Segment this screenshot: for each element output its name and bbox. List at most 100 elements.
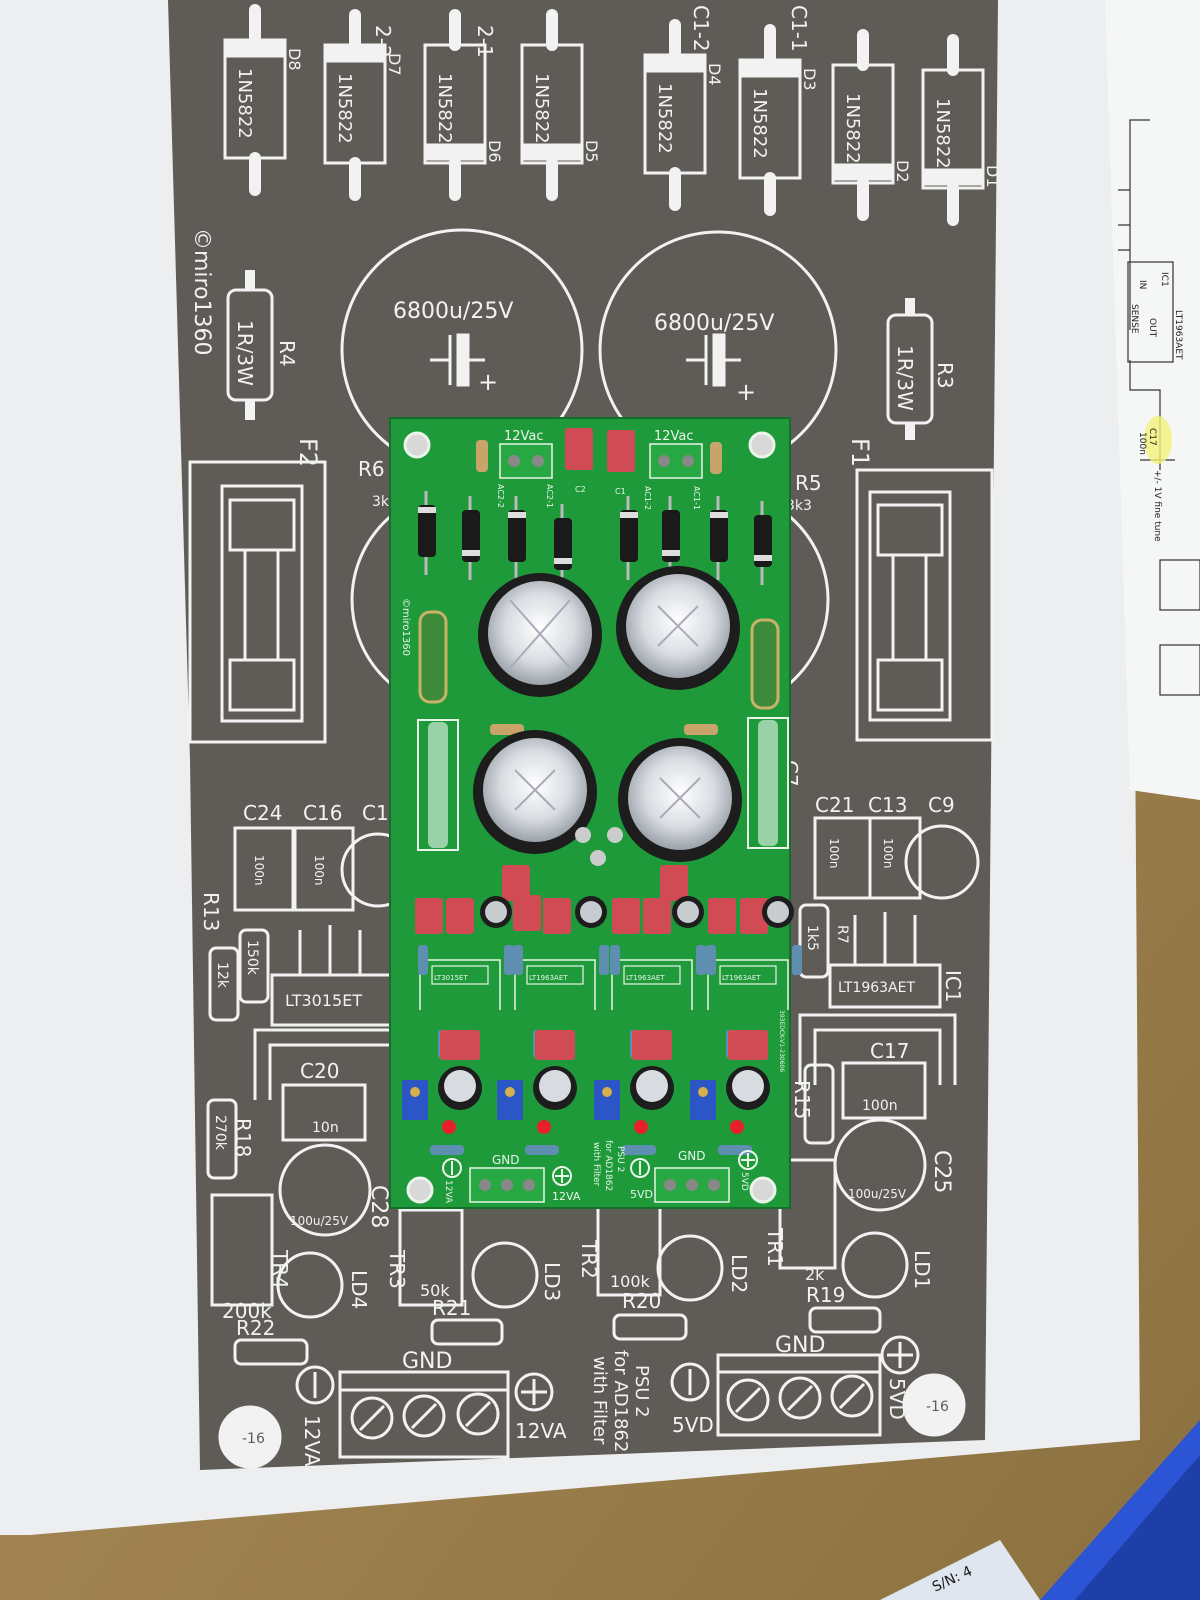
- print-r22-value: 1k: [262, 1347, 278, 1362]
- print-plus-left: [514, 1372, 554, 1412]
- pcb-resistor-r3: [750, 618, 780, 710]
- pcb-resistor-r2: [476, 440, 488, 472]
- pcb-ac-terminal-right: [649, 443, 703, 479]
- print-c20-value: 10n: [312, 1120, 339, 1136]
- print-diode-d7: 1N5822 D7: [323, 9, 404, 201]
- pcb-bigcap-br: [618, 738, 742, 862]
- print-r21-ref: R21: [432, 1296, 471, 1320]
- print-ic1-part: LT1963AET: [838, 980, 915, 996]
- print-diode-ref: D7: [385, 53, 404, 76]
- pcb-fuse-f2-glass: [428, 722, 448, 848]
- print-c20-box: [281, 1083, 367, 1142]
- pcb-title-3: with Filter: [591, 1142, 601, 1187]
- pcb-diode-d2: [710, 496, 728, 580]
- print-c13-box: [868, 816, 922, 900]
- print-bigcap-left-symbol: [430, 333, 485, 387]
- print-mount-label-right: -16: [926, 1399, 949, 1415]
- print-r14-value: 150k: [244, 940, 260, 976]
- print-c16-box: [293, 826, 355, 912]
- print-r6-ref: R6: [358, 457, 385, 481]
- print-mount-hole-left: [218, 1405, 282, 1469]
- pcb-filmcap: [740, 898, 768, 934]
- print-mount-label-left: -16: [242, 1431, 265, 1447]
- print-bigcap-right-value: 6800u/25V: [654, 311, 774, 336]
- pcb-fuse-f2: [417, 719, 459, 851]
- pcb-hole-bl: [406, 1176, 434, 1204]
- pcb-filmcap: [446, 898, 474, 934]
- print-title-line-3: with Filter: [589, 1356, 610, 1445]
- print-c17-ref: C17: [870, 1039, 909, 1063]
- pcb-ac-pin-3: AC1-2: [643, 486, 652, 510]
- print-r22-body: [233, 1338, 309, 1366]
- print-5vd-right: 5VD: [885, 1378, 909, 1420]
- print-r3-ref: R3: [933, 362, 957, 389]
- pcb-diode-d3: [662, 496, 680, 580]
- print-diode-part: 1N5822: [434, 73, 455, 144]
- print-r4: [226, 270, 274, 420]
- schematic-letters-1: [1159, 559, 1200, 611]
- pcb-resistor-r1: [710, 442, 722, 474]
- print-r13-ref: R13: [199, 892, 223, 931]
- schematic-ic-box: [1127, 261, 1174, 363]
- print-tr4-ref: TR4: [268, 1249, 292, 1289]
- print-r21-value: 1k: [458, 1327, 474, 1342]
- schematic-ic-part: LT1963AET: [1173, 310, 1183, 360]
- print-c13-ref: C13: [868, 793, 907, 817]
- print-r7-value: 1k5: [804, 925, 820, 951]
- print-12va-left: 12VA: [300, 1415, 324, 1467]
- pcb-regulator-channel-2: LT1963AET: [497, 945, 609, 1155]
- print-diode-part: 1N5822: [334, 73, 355, 144]
- print-minus-right: [670, 1362, 710, 1402]
- pcb-out-terminal-right: [654, 1167, 730, 1203]
- pcb-diode-d7: [462, 496, 480, 580]
- pcb-gnd-right: GND: [678, 1149, 706, 1163]
- print-mount-hole-right: [902, 1373, 966, 1437]
- print-c28-value: 100u/25V: [290, 1214, 349, 1228]
- print-diode-part: 1N5822: [932, 98, 953, 169]
- pcb-filmcap: [708, 898, 736, 934]
- pcb-ref-c1: C1: [615, 487, 626, 496]
- pcb-cap-c1: [607, 430, 635, 472]
- pcb-pad-2: [607, 827, 623, 843]
- print-diode-ref: D3: [800, 68, 819, 91]
- print-c13-value: 100n: [881, 838, 895, 869]
- pcb-hole-tl: [403, 431, 431, 459]
- pcb-bigcap-tr: [616, 566, 740, 690]
- pcb-resistor-r4: [418, 610, 448, 704]
- print-r5-value: 3k3: [786, 498, 812, 514]
- schematic-sheet: [1105, 0, 1200, 800]
- pcb-diode-d1: [754, 501, 772, 585]
- print-r5-ref: R5: [795, 471, 822, 495]
- print-c25-ref: C25: [929, 1150, 954, 1193]
- pcb-diode-d5: [554, 504, 572, 588]
- print-diode-part: 1N5822: [654, 83, 675, 154]
- pcb-cap-c2: [565, 428, 593, 470]
- print-c9-ref: C9: [928, 793, 955, 817]
- pcb-small-elcap: [672, 896, 704, 928]
- pcb-small-elcap: [480, 896, 512, 928]
- print-label-2-2: 2-2: [371, 25, 395, 58]
- print-diode-ref: D5: [582, 140, 601, 163]
- print-plus-right: [880, 1335, 920, 1375]
- schematic-cap-value: 100n: [1137, 432, 1147, 455]
- print-r7-ref: R7: [834, 925, 850, 944]
- print-terminal-left: [338, 1370, 510, 1459]
- pcb-regulator-channel-3: LT1963AET: [594, 945, 706, 1155]
- blue-pen: S/N: 4: [880, 1420, 1200, 1600]
- pcb-ic-mark: LT1963AET: [529, 974, 568, 982]
- print-ld4-ring: [276, 1251, 344, 1319]
- pcb-diode-d6: [508, 496, 526, 580]
- print-fuse-f1: [855, 468, 994, 742]
- print-c21-value: 100n: [827, 838, 841, 869]
- print-terminal-right: [716, 1353, 882, 1437]
- print-c25-value: 100u/25V: [848, 1187, 907, 1201]
- print-label-c1-2: C1-2: [689, 5, 713, 52]
- pcb-title-1: PSU 2: [615, 1146, 625, 1172]
- print-tr3-value: 50k: [420, 1281, 450, 1300]
- print-fuse-f2: [188, 460, 327, 744]
- print-ld3-ring: [471, 1241, 539, 1309]
- print-r20-body: [612, 1313, 688, 1341]
